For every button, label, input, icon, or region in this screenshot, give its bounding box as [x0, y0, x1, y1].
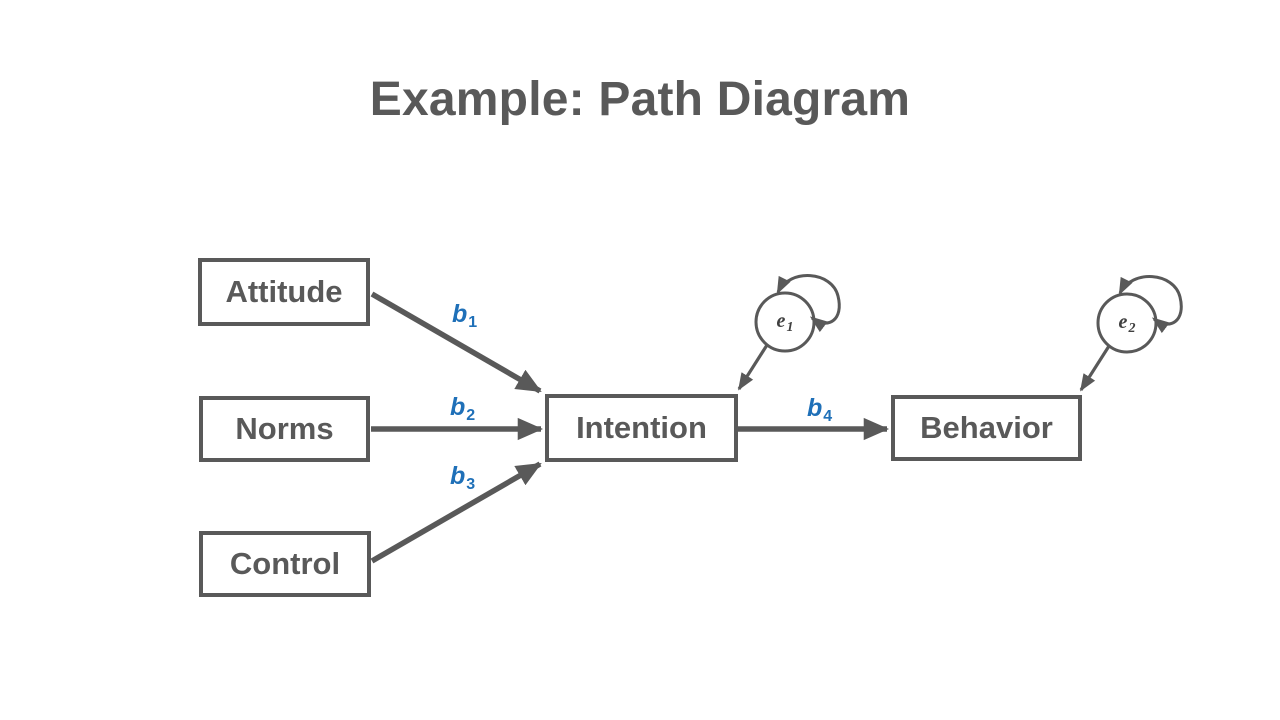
node-label-norms: Norms	[235, 411, 334, 446]
error-arrow-e2	[1079, 345, 1111, 392]
node-box-attitude[interactable]: Attitude	[198, 258, 370, 326]
coefficient-label-b2-base: b	[450, 393, 466, 421]
coefficient-label-b4-subscript: 4	[823, 408, 833, 425]
node-box-control[interactable]: Control	[199, 531, 371, 597]
node-label-control: Control	[229, 546, 341, 581]
node-label-intention: Intention	[576, 410, 707, 445]
path-arrow-b1	[370, 291, 542, 394]
error-label-e1-subscript: 1	[786, 320, 794, 335]
coefficient-label-b4-base: b	[807, 394, 823, 422]
coefficient-label-b1-base: b	[452, 300, 468, 328]
node-label-attitude: Attitude	[225, 274, 343, 309]
coefficient-label-b2-subscript: 2	[466, 407, 476, 424]
error-label-e2-base: e	[1118, 311, 1128, 333]
variance-loop-e1	[776, 274, 841, 333]
page-title: Example: Path Diagram	[369, 73, 911, 126]
coefficient-label-b1-subscript: 1	[468, 314, 478, 331]
error-arrow-e1	[737, 344, 769, 391]
error-label-e1-base: e	[776, 310, 786, 332]
path-arrow-b3	[370, 461, 542, 564]
node-box-intention[interactable]: Intention	[545, 394, 738, 462]
coefficient-label-b3-base: b	[450, 462, 466, 490]
node-box-norms[interactable]: Norms	[199, 396, 370, 462]
coefficient-label-b3-subscript: 3	[466, 476, 476, 493]
node-box-behavior[interactable]: Behavior	[891, 395, 1082, 461]
node-label-behavior: Behavior	[920, 410, 1053, 445]
error-label-e2-subscript: 2	[1128, 321, 1136, 336]
variance-loop-e2	[1118, 275, 1183, 334]
